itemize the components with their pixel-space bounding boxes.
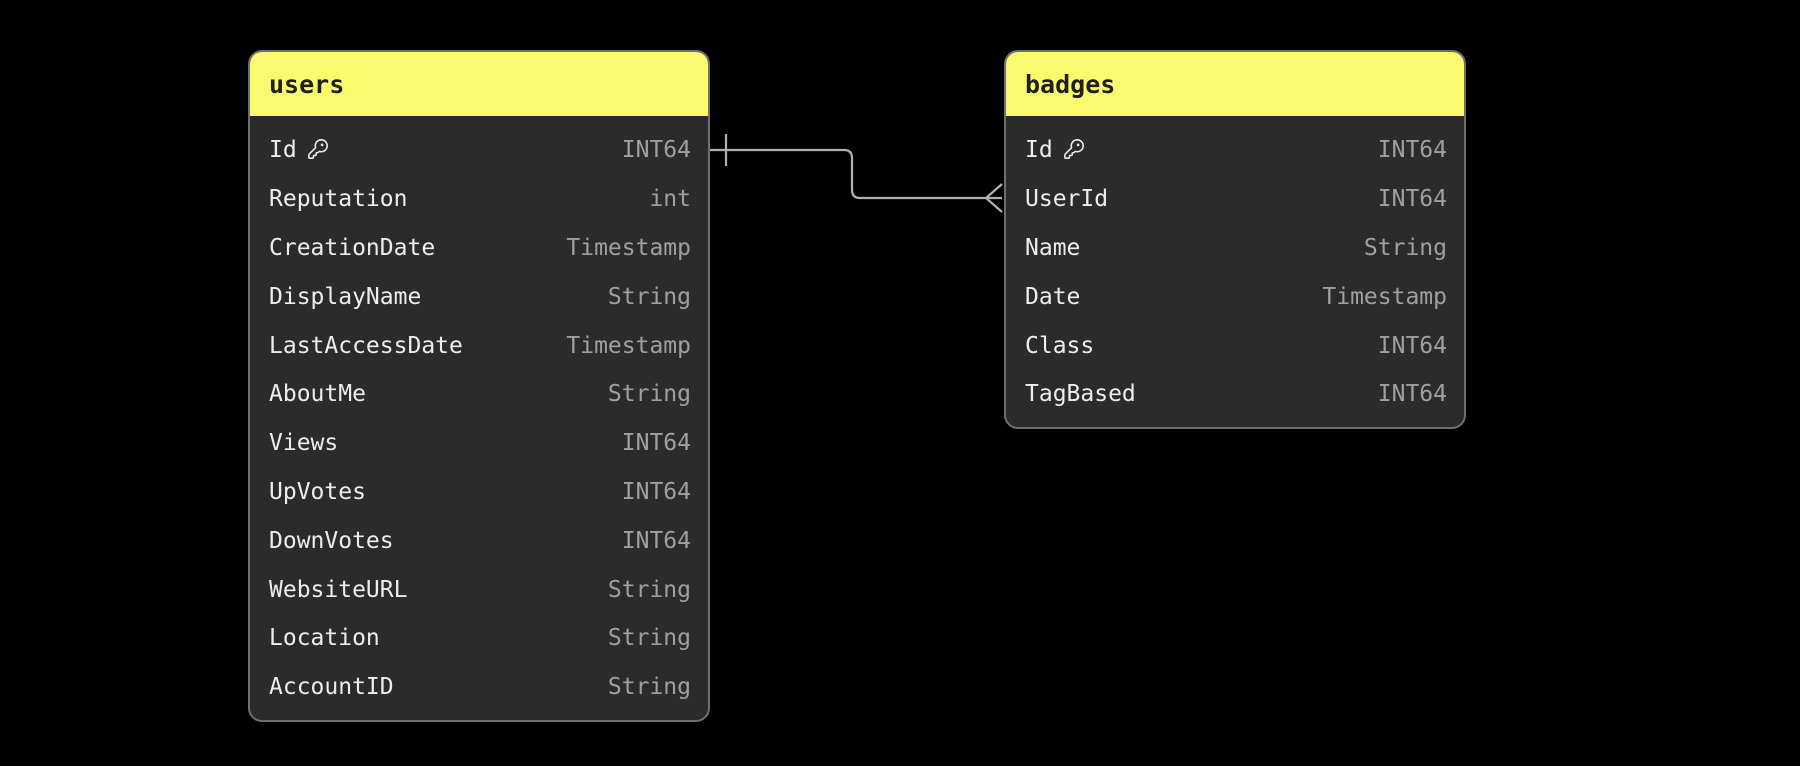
field-type: String <box>607 625 691 652</box>
field-row-users-DownVotes[interactable]: DownVotes INT64 <box>250 516 708 565</box>
field-row-users-WebsiteURL[interactable]: WebsiteURL String <box>250 565 708 614</box>
field-type: INT64 <box>1377 186 1447 213</box>
field-row-users-LastAccessDate[interactable]: LastAccessDate Timestamp <box>250 321 708 370</box>
field-row-badges-UserId[interactable]: UserId INT64 <box>1006 175 1464 224</box>
field-name: Id <box>1025 137 1085 163</box>
field-name: TagBased <box>1025 381 1136 408</box>
field-name: Views <box>269 430 339 457</box>
field-name: Date <box>1025 283 1081 310</box>
field-type: String <box>607 674 691 701</box>
field-name: AccountID <box>269 674 394 701</box>
table-title: badges <box>1025 69 1116 99</box>
field-name: Location <box>269 625 380 652</box>
field-row-users-UpVotes[interactable]: UpVotes INT64 <box>250 468 708 517</box>
field-row-badges-Id[interactable]: Id INT64 <box>1006 126 1464 175</box>
field-row-users-Location[interactable]: Location String <box>250 614 708 663</box>
field-name: WebsiteURL <box>269 576 408 603</box>
field-name: Class <box>1025 332 1095 359</box>
primary-key-icon <box>307 139 328 160</box>
field-type: INT64 <box>1377 381 1447 408</box>
field-name: DownVotes <box>269 527 394 554</box>
field-name: DisplayName <box>269 283 422 310</box>
field-row-users-AboutMe[interactable]: AboutMe String <box>250 370 708 419</box>
field-name: LastAccessDate <box>269 332 463 359</box>
table-header-users[interactable]: users <box>250 52 708 116</box>
field-row-badges-Date[interactable]: Date Timestamp <box>1006 272 1464 321</box>
field-name: UpVotes <box>269 478 366 505</box>
field-name: Name <box>1025 234 1081 261</box>
field-row-badges-TagBased[interactable]: TagBased INT64 <box>1006 370 1464 419</box>
field-type: INT64 <box>1377 137 1447 164</box>
field-name: CreationDate <box>269 234 436 261</box>
field-type: INT64 <box>621 430 691 457</box>
field-type: INT64 <box>1377 332 1447 359</box>
field-type: String <box>607 381 691 408</box>
field-row-badges-Name[interactable]: Name String <box>1006 224 1464 273</box>
primary-key-icon <box>1063 139 1084 160</box>
field-type: String <box>607 283 691 310</box>
field-row-badges-Class[interactable]: Class INT64 <box>1006 321 1464 370</box>
field-type: Timestamp <box>1322 283 1447 310</box>
table-header-badges[interactable]: badges <box>1006 52 1464 116</box>
field-row-users-Id[interactable]: Id INT64 <box>250 126 708 175</box>
field-type: String <box>607 576 691 603</box>
field-type: INT64 <box>621 478 691 505</box>
cardinality-many-marker <box>984 183 1003 213</box>
field-row-users-CreationDate[interactable]: CreationDate Timestamp <box>250 224 708 273</box>
field-row-users-Reputation[interactable]: Reputation int <box>250 175 708 224</box>
field-name: AboutMe <box>269 381 366 408</box>
field-name: Reputation <box>269 186 408 213</box>
field-type: INT64 <box>621 137 691 164</box>
field-row-users-DisplayName[interactable]: DisplayName String <box>250 272 708 321</box>
relationship-line-users-badges[interactable] <box>710 134 1003 213</box>
field-type: Timestamp <box>566 332 691 359</box>
field-type: int <box>649 186 691 213</box>
field-row-users-Views[interactable]: Views INT64 <box>250 419 708 468</box>
field-row-users-AccountID[interactable]: AccountID String <box>250 663 708 712</box>
field-type: Timestamp <box>566 234 691 261</box>
table-title: users <box>269 69 345 99</box>
relationship-path[interactable] <box>710 148 1002 200</box>
field-type: String <box>1363 234 1447 261</box>
field-name: UserId <box>1025 186 1109 213</box>
field-type: INT64 <box>621 527 691 554</box>
field-name: Id <box>269 137 329 163</box>
